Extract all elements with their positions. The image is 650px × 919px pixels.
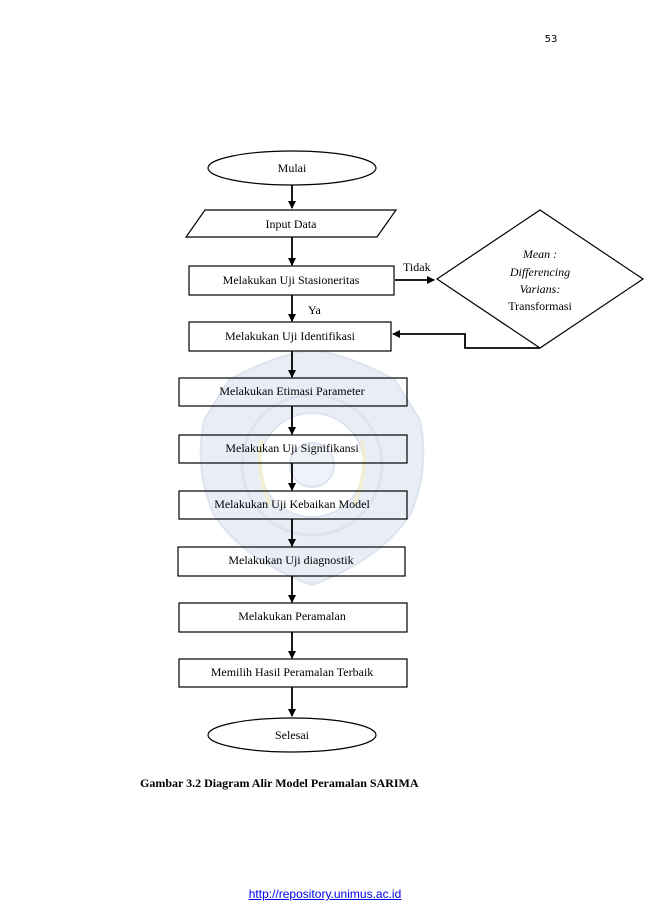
repository-link[interactable]: http://repository.unimus.ac.id (248, 887, 402, 901)
goodness-node: Melakukan Uji Kebaikan Model (178, 490, 408, 520)
yes-branch-label: Ya (308, 303, 321, 317)
best-forecast-label: Memilih Hasil Peramalan Terbaik (211, 665, 374, 679)
start-label: Mulai (278, 161, 307, 175)
stationarity-test-node: Melakukan Uji Stasioneritas (188, 265, 395, 296)
start-terminal: Mulai (207, 150, 377, 186)
decision-transform-label: Transformasi (508, 299, 572, 313)
forecasting-label: Melakukan Peramalan (238, 609, 346, 623)
estimation-node: Melakukan Etimasi Parameter (178, 377, 408, 407)
stationarity-test-label: Melakukan Uji Stasioneritas (223, 273, 360, 287)
significance-label: Melakukan Uji Signifikansi (225, 441, 359, 455)
no-branch-label: Tidak (403, 260, 431, 274)
decision-variance-label: Varians: (520, 282, 561, 296)
identification-node: Melakukan Uji Identifikasi (188, 321, 392, 352)
end-label: Selesai (275, 728, 310, 742)
decision-mean-label: Mean : (522, 247, 557, 261)
identification-label: Melakukan Uji Identifikasi (225, 329, 356, 343)
page-number: 53 (545, 34, 558, 45)
diagnostic-node: Melakukan Uji diagnostik (177, 546, 406, 577)
estimation-label: Melakukan Etimasi Parameter (219, 384, 364, 398)
best-forecast-node: Memilih Hasil Peramalan Terbaik (178, 658, 408, 688)
forecasting-node: Melakukan Peramalan (178, 602, 408, 633)
goodness-label: Melakukan Uji Kebaikan Model (214, 497, 370, 511)
significance-node: Melakukan Uji Signifikansi (178, 434, 408, 464)
figure-caption: Gambar 3.2 Diagram Alir Model Peramalan … (140, 776, 419, 790)
input-data-label: Input Data (266, 217, 318, 231)
transformation-decision-node: Mean : Differencing Varians: Transformas… (435, 209, 645, 349)
decision-differencing-label: Differencing (509, 265, 570, 279)
diagnostic-label: Melakukan Uji diagnostik (228, 553, 353, 567)
input-data-node: Input Data (184, 209, 398, 238)
end-terminal: Selesai (207, 717, 377, 753)
